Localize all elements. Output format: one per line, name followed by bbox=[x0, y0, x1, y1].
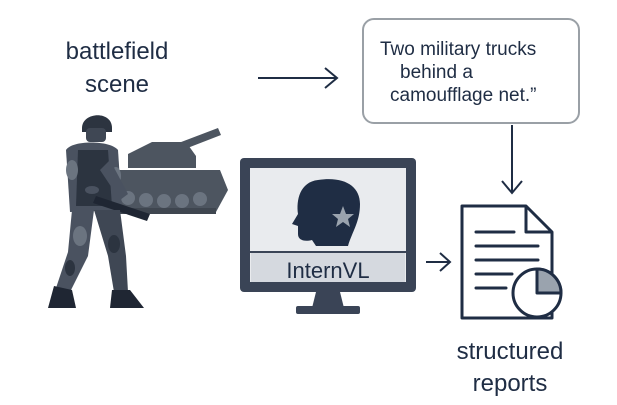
caption-bubble: Two military trucks behind a camoufflage… bbox=[362, 18, 580, 124]
ai-head-icon bbox=[292, 179, 360, 246]
reports-label-line2: reports bbox=[472, 370, 548, 397]
caption-line1: Two military trucks bbox=[380, 39, 537, 60]
scene-label-line2: scene bbox=[84, 71, 150, 98]
reports-label-line1: structured bbox=[456, 338, 564, 365]
pie-chart-icon bbox=[511, 267, 563, 319]
caption-text: Two military trucks behind a camoufflage… bbox=[380, 38, 576, 107]
caption-line3: camoufflage net.” bbox=[390, 85, 537, 106]
scene-label: battlefield scene bbox=[62, 35, 172, 101]
soldier-icon bbox=[48, 115, 150, 308]
arrow-caption-to-report bbox=[501, 125, 523, 195]
model-name: InternVL bbox=[286, 258, 370, 283]
tank-icon bbox=[100, 128, 228, 214]
arrow-scene-to-caption bbox=[258, 67, 339, 89]
reports-label: structured reports bbox=[440, 336, 580, 400]
arrow-model-to-report bbox=[426, 252, 452, 272]
scene-label-line1: battlefield bbox=[65, 38, 169, 65]
caption-line2: behind a bbox=[400, 62, 473, 83]
